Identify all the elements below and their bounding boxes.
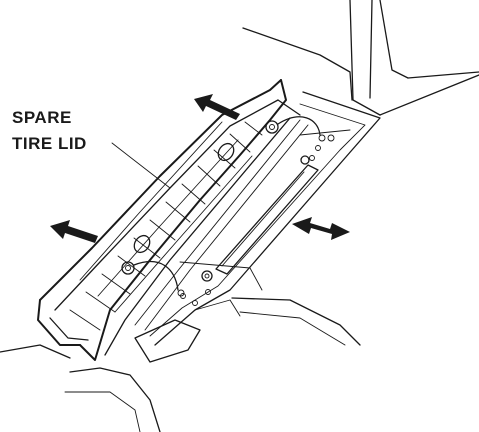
label-line-1: SPARE xyxy=(12,108,72,127)
arrow-double-right xyxy=(292,217,350,240)
label-line-2: TIRE LID xyxy=(12,134,87,153)
leader-line xyxy=(111,142,171,189)
arrow-upper-left xyxy=(194,94,240,120)
outward-arrow xyxy=(50,94,350,243)
bolt-icon xyxy=(121,116,326,297)
lid-frame xyxy=(134,91,381,363)
spare-tire-lid xyxy=(37,79,309,361)
lid-label: SPARE TIRE LID xyxy=(12,108,171,189)
arrow-lower-left xyxy=(50,220,98,243)
